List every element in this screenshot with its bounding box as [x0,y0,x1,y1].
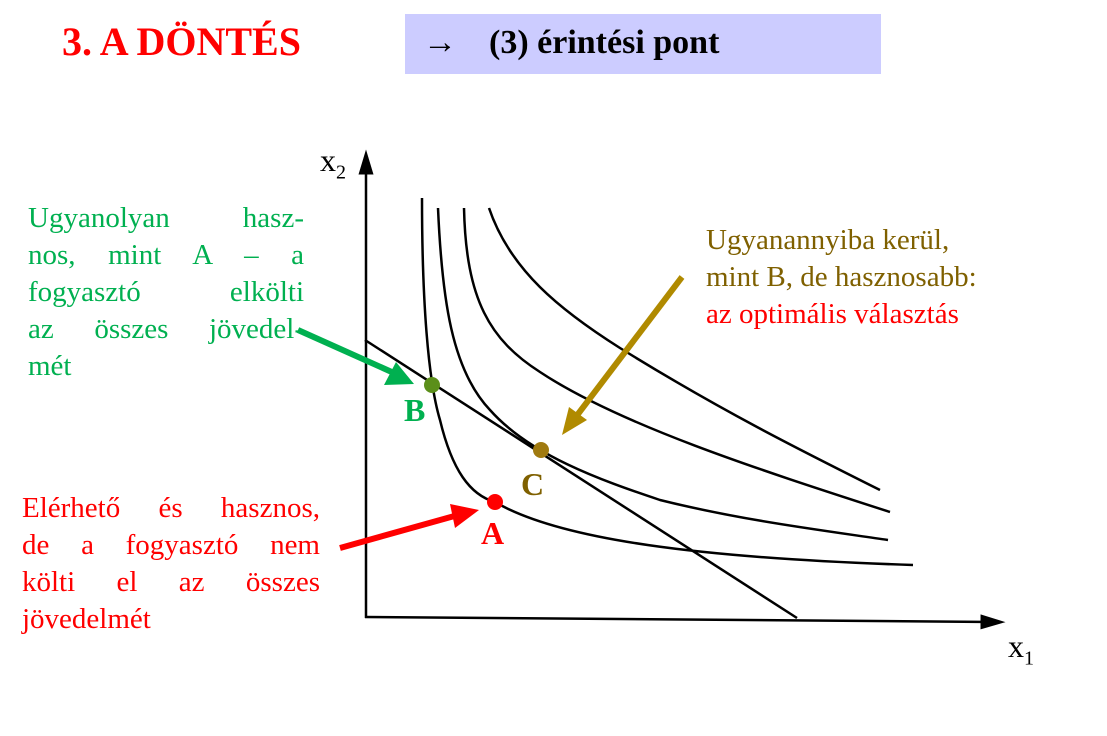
point-c-label: C [521,466,545,502]
green-arrow [296,327,396,376]
slide-title: 3. A DÖNTÉS [62,19,301,64]
arrow-icon: → [423,24,457,61]
point-c-marker [533,442,549,458]
point-b-label: B [404,392,426,428]
gold-arrow [572,275,685,420]
x-axis [364,614,1006,630]
note-point-a: Elérhető és hasznos, de a fogyasztó nem … [22,492,320,635]
y-axis-label: x2 [320,142,346,184]
indifference-curve-2 [436,207,889,542]
subtitle-banner: → (3) érintési pont [405,14,881,74]
indifference-curve-4 [487,207,881,492]
note-point-b: Ugyanolyan hasz- nos, mint A – a fogyasz… [28,202,304,382]
x-axis-label: x1 [1008,628,1034,670]
subtitle: (3) érintési pont [489,24,720,61]
note-point-c: Ugyanannyiba kerül, mint B, de hasznosab… [706,224,977,330]
red-arrow [339,512,459,551]
point-b-marker [424,377,440,393]
point-a-label: A [481,515,505,551]
point-a-marker [487,494,503,510]
indifference-curve-1 [420,197,914,567]
indifference-curve-3 [462,207,891,514]
